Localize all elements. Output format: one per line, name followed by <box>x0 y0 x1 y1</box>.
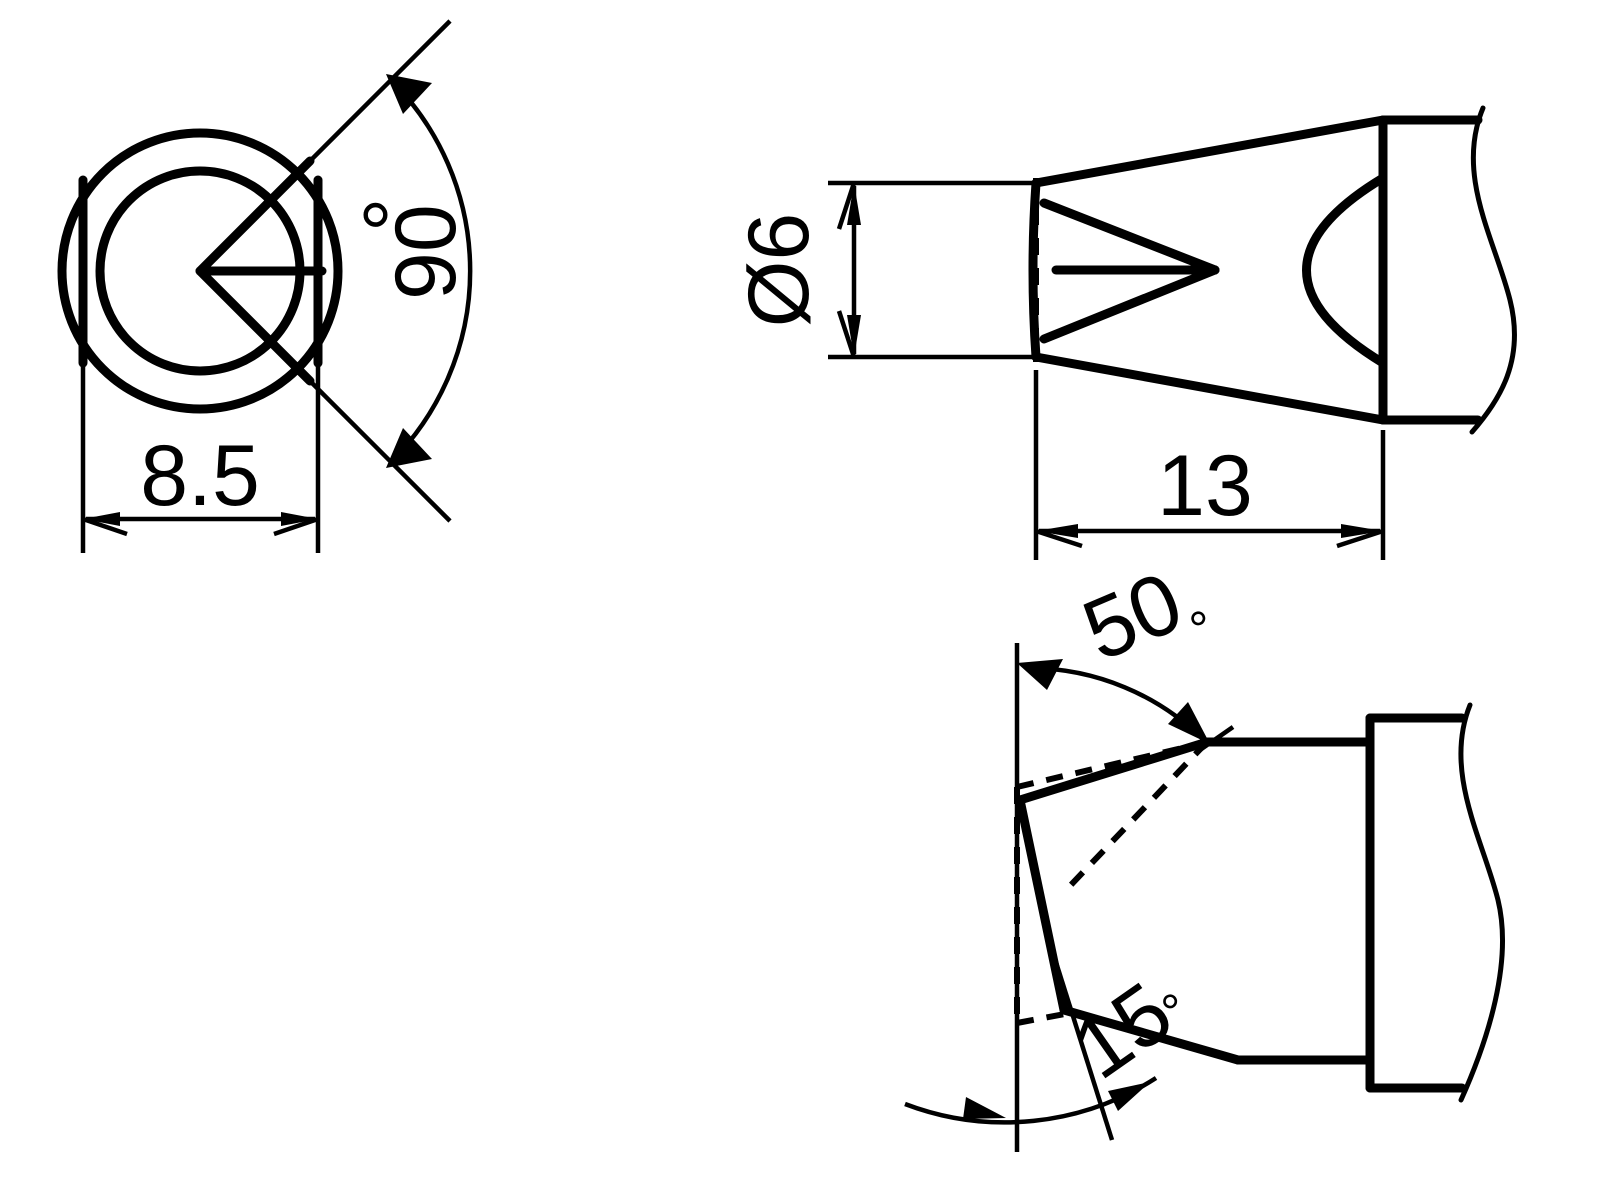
tip-bottom-taper-edge <box>1031 352 1388 425</box>
angled-shank-break-line <box>1458 702 1506 1103</box>
angled-hidden-lower-edge <box>1016 1010 1071 1026</box>
dim-90-arrow-lower <box>386 428 432 468</box>
side-view-top-group: Ø6 13 <box>731 105 1517 560</box>
dim-8-5-arrow-left <box>83 512 120 526</box>
dim-90-arrow-upper <box>386 74 432 114</box>
dim-13-arrow-left <box>1036 524 1078 538</box>
dim-8-5-tick-right <box>273 516 319 537</box>
dim-90-leader-lower <box>223 294 452 523</box>
front-view-group: 8.5 90 ° <box>57 19 474 553</box>
dim-label-8-5: 8.5 <box>140 428 260 524</box>
tip-v-groove-lower <box>1039 265 1220 344</box>
dim-13-arrow-right <box>1341 524 1383 538</box>
shank-break-line <box>1469 105 1517 435</box>
dim-8-5-tick-left <box>82 516 128 537</box>
dim-dia6-arrow-top <box>847 183 861 225</box>
dim-50-tick <box>1195 725 1235 754</box>
dim-90-leader-upper <box>223 19 452 248</box>
angled-hidden-upper-edge <box>1016 739 1209 790</box>
dim-label-90-group: 90 ° <box>347 198 474 300</box>
angled-tip-front-face <box>1015 795 1069 1015</box>
dim-dia6-tick-top <box>836 182 857 230</box>
dim-50-arrow-end <box>1168 702 1210 744</box>
dim-90-arc <box>389 78 473 464</box>
dim-13-tick-right <box>1336 528 1384 549</box>
dim-label-90: 90 <box>378 204 474 300</box>
angled-tip-lower-bevel <box>1059 1005 1243 1065</box>
dim-dia6-arrow-bottom <box>847 315 861 357</box>
dim-8-5-arrow-right <box>281 512 318 526</box>
dim-label-90-degree-symbol: ° <box>347 198 443 232</box>
tip-v-groove-upper <box>1039 198 1220 275</box>
dim-50-arrow-start <box>1017 659 1063 690</box>
dim-dia6-tick-bottom <box>836 310 857 358</box>
dim-label-13: 13 <box>1157 438 1253 534</box>
dim-label-dia6: Ø6 <box>731 213 827 328</box>
dim-13-tick-left <box>1035 528 1083 549</box>
front-view-outer-circle <box>57 128 343 414</box>
angled-hidden-internal-edge <box>1065 739 1210 891</box>
tip-internal-cavity <box>1302 173 1388 368</box>
tip-top-taper-edge <box>1031 115 1388 188</box>
dim-15-arrow-right <box>1108 1082 1150 1111</box>
dim-15-arrow-left <box>963 1097 1006 1119</box>
